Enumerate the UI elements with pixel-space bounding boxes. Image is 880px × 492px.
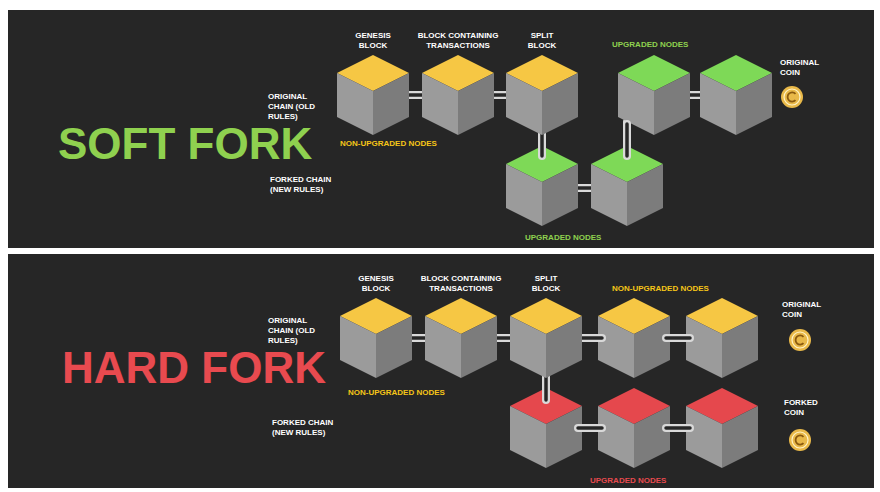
cube-shape (510, 298, 582, 378)
chain-link (494, 95, 506, 96)
fork-cubes (510, 298, 758, 468)
node-group-label: NON-UPGRADED NODES (612, 284, 752, 294)
block-cube: BLOCK CONTAINING TRANSACTIONS (425, 298, 497, 378)
block-label: SPLIT BLOCK (521, 274, 571, 294)
node-group-label: NON-UPGRADED NODES (348, 388, 488, 398)
block-cube: BLOCK CONTAINING TRANSACTIONS (422, 55, 494, 135)
block-cube: SPLIT BLOCK (510, 298, 582, 378)
bottom-panel (8, 254, 874, 488)
coin-icon (789, 329, 811, 351)
fork-title: HARD FORK (62, 346, 326, 390)
chain-label: ORIGINAL CHAIN (OLD RULES) (268, 316, 330, 346)
fork-title: SOFT FORK (58, 122, 312, 166)
top-panel (8, 10, 874, 248)
cube-shape (422, 55, 494, 135)
block-label: BLOCK CONTAINING TRANSACTIONS (412, 31, 504, 51)
chain-links (542, 124, 627, 156)
block-label: GENESIS BLOCK (351, 274, 401, 294)
cube-shape (337, 55, 409, 135)
node-group-label: UPGRADED NODES (525, 233, 645, 243)
coin-icon (781, 86, 803, 108)
chain-link (409, 95, 422, 96)
chain-label: FORKED CHAIN (NEW RULES) (270, 175, 332, 195)
cube-shape (425, 298, 497, 378)
cube-shape (340, 298, 412, 378)
block-cube: SPLIT BLOCK (506, 55, 578, 135)
cube-shape (506, 55, 578, 135)
chain-link (497, 338, 510, 339)
upgraded-cubes (506, 55, 772, 226)
node-group-label: UPGRADED NODES (612, 40, 732, 50)
chain-label: ORIGINAL CHAIN (OLD RULES) (268, 92, 330, 122)
block-cube: GENESIS BLOCK (337, 55, 409, 135)
block-label: SPLIT BLOCK (517, 31, 567, 51)
block-label: BLOCK CONTAINING TRANSACTIONS (415, 274, 507, 294)
chain-link (412, 338, 425, 339)
coin-icon (789, 429, 811, 451)
coin-label: ORIGINAL COIN (782, 300, 830, 320)
node-group-label: NON-UPGRADED NODES (340, 139, 480, 149)
chain-label: FORKED CHAIN (NEW RULES) (272, 418, 334, 438)
node-group-label: UPGRADED NODES (590, 476, 710, 486)
coin-label: ORIGINAL COIN (780, 58, 828, 78)
block-label: GENESIS BLOCK (348, 31, 398, 51)
coin-label: FORKED COIN (784, 398, 828, 418)
block-cube: GENESIS BLOCK (340, 298, 412, 378)
